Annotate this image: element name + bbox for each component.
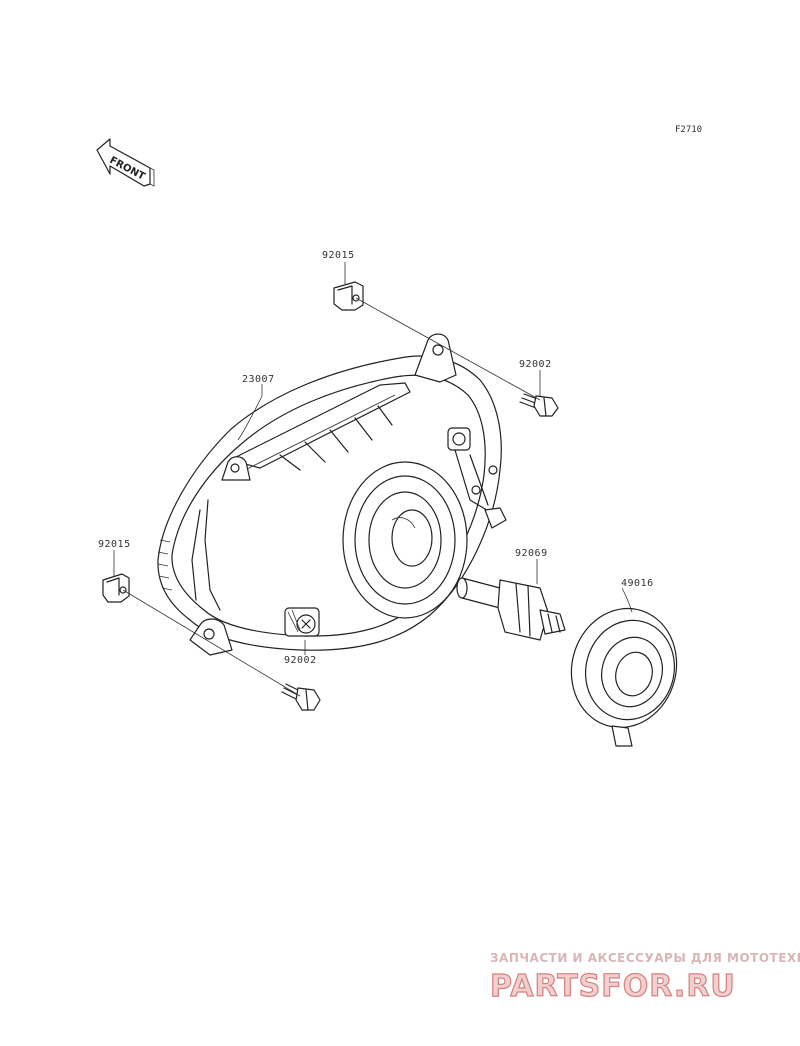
part-label-92069: 92069 [515,548,548,559]
socket-cover [570,607,678,747]
watermark-logo: ЗАПЧАСТИ И АКСЕССУАРЫ ДЛЯ МОТОТЕХНИКИ PA… [489,951,800,1005]
watermark-brand: PARTSFOR.RU [490,969,736,1004]
headlight-housing [157,333,507,656]
adjuster-screw-lower [284,607,320,637]
clip-nut-top [333,281,364,311]
clip-nut-left [102,573,130,603]
adjuster-screw-upper [447,427,507,529]
part-label-92015-top: 92015 [322,250,355,261]
part-label-92002-top: 92002 [519,359,552,370]
watermark-tagline: ЗАПЧАСТИ И АКСЕССУАРЫ ДЛЯ МОТОТЕХНИКИ [490,951,800,965]
part-label-49016: 49016 [621,578,654,589]
part-label-92015-left: 92015 [98,539,131,550]
front-arrow-icon: FRONT [96,138,155,187]
part-label-23007: 23007 [242,374,275,385]
figure-code: F2710 [675,125,702,135]
bolt-bottom [281,683,321,711]
bulb [456,577,566,641]
part-label-92002-bottom: 92002 [284,655,317,666]
bolt-top [519,393,559,417]
leader-lines [113,262,633,697]
